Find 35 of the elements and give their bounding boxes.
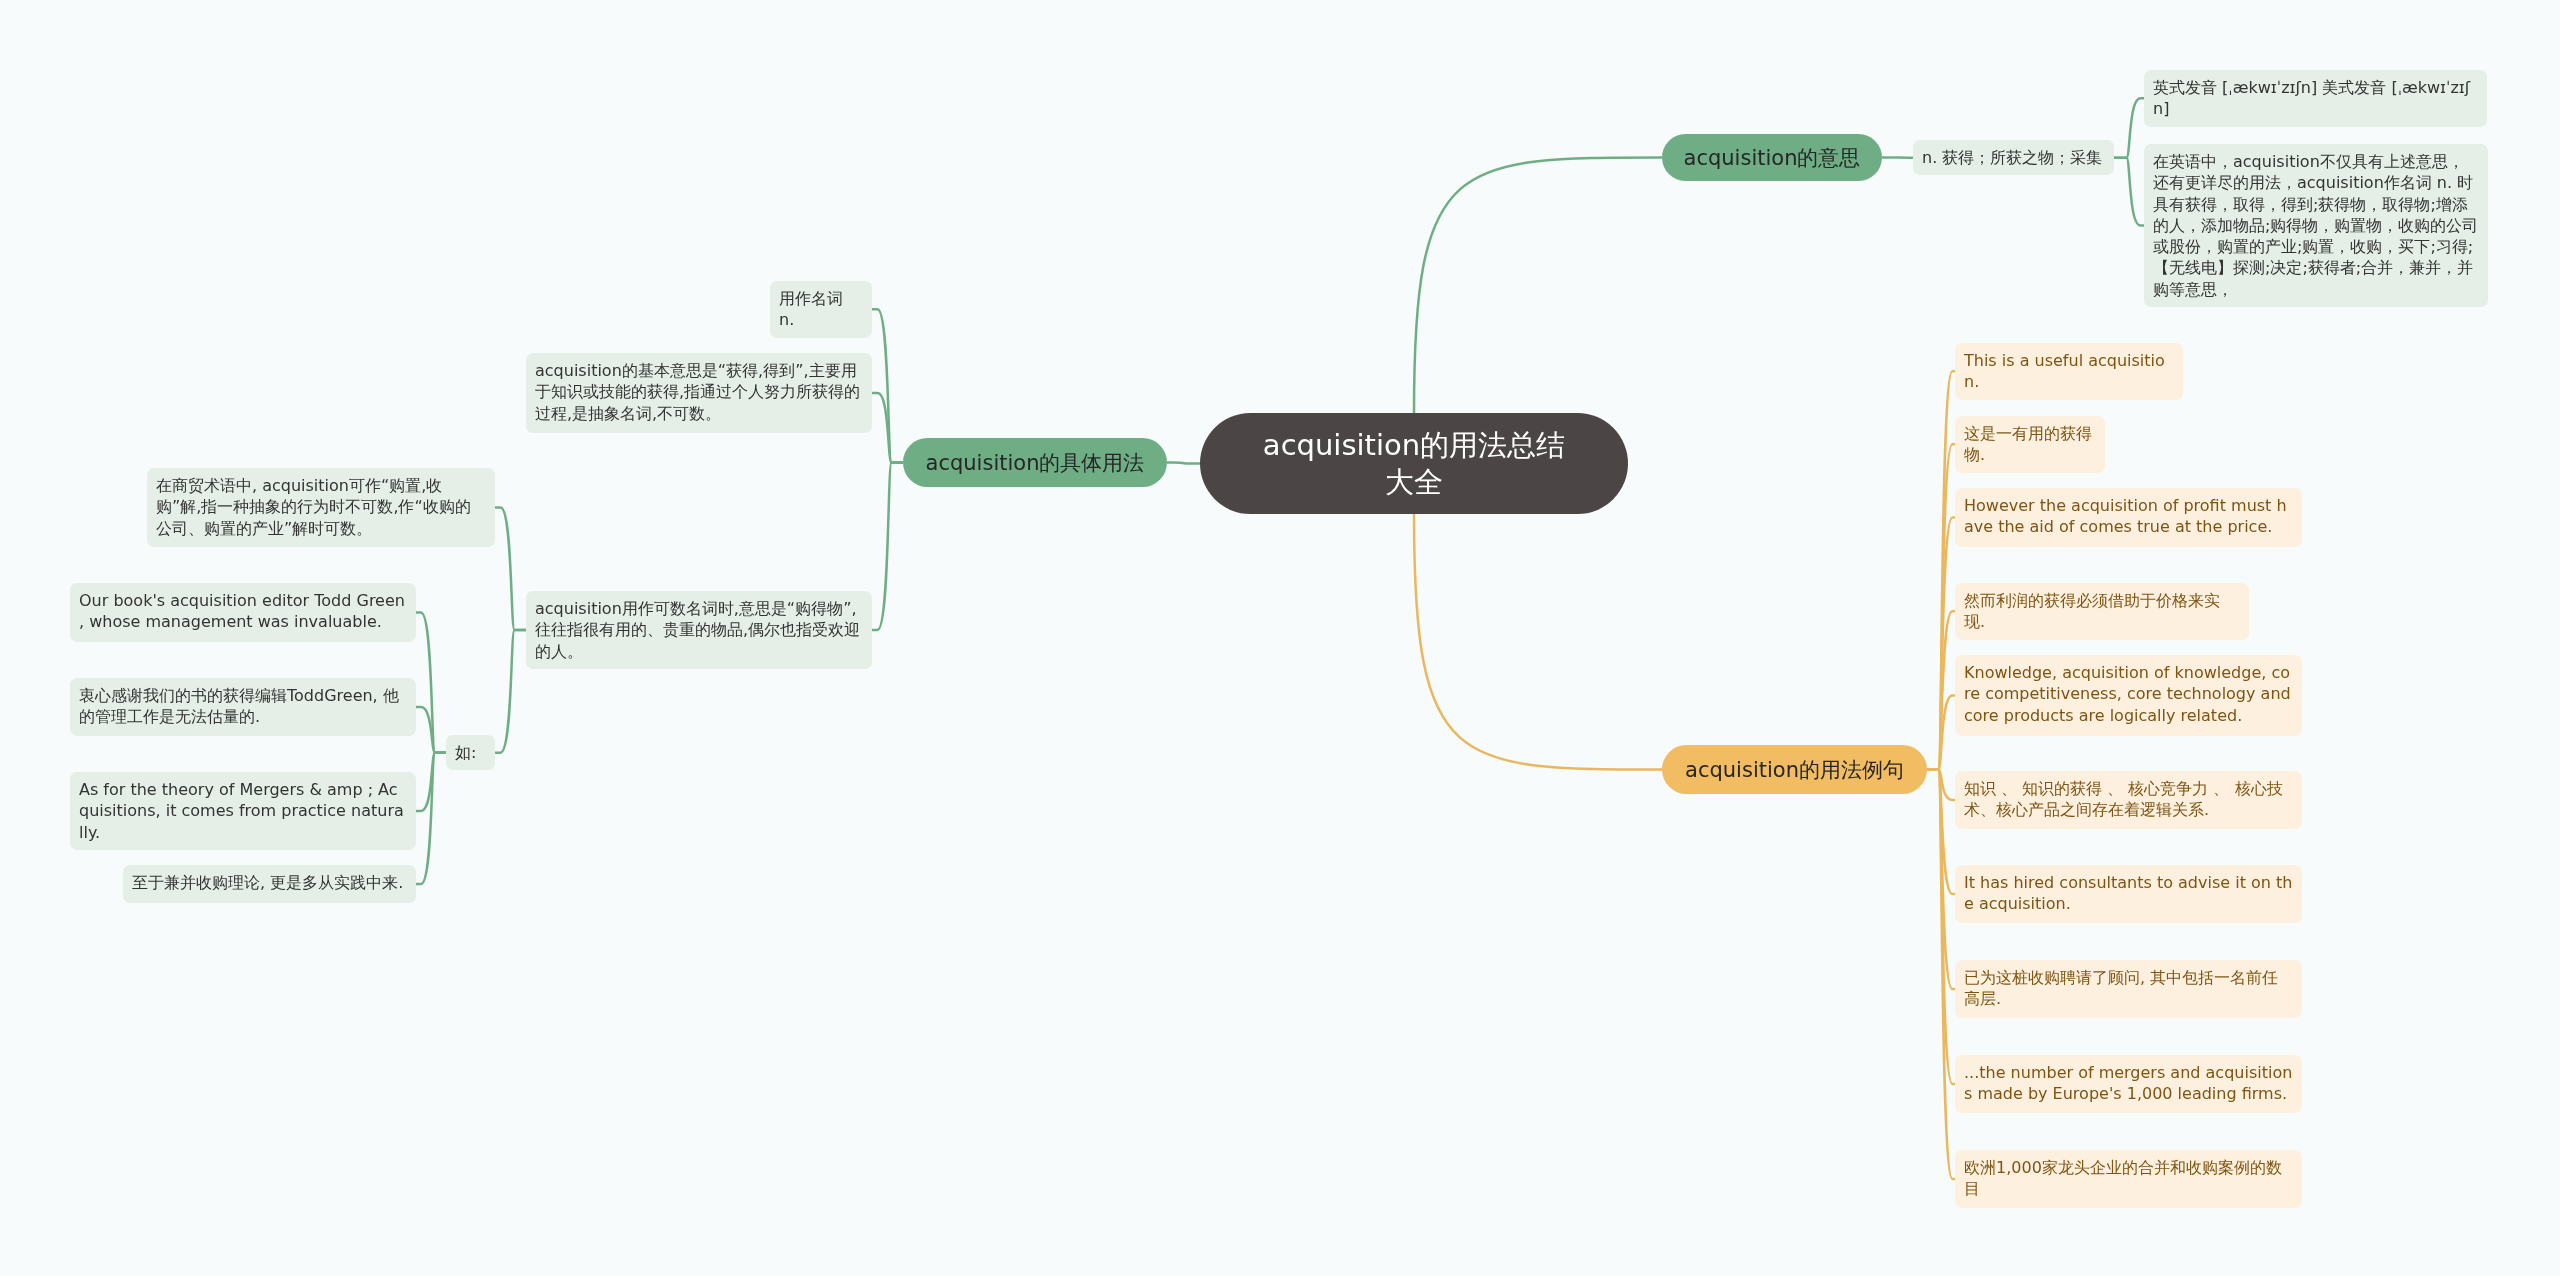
branch-topic: acquisition的具体用法 [903, 438, 1167, 487]
topic-box: Our book's acquisition editor Todd Green , whose management was invaluable. [70, 583, 416, 642]
topic-box: acquisition的基本意思是“获得,得到”,主要用于知识或技能的获得,指通过个人努力所获得的过程,是抽象名词,不可数。 [526, 353, 872, 433]
connector-line [1927, 768, 1956, 1181]
topic-box: 然而利润的获得必须借助于价格来实现. [1955, 583, 2249, 640]
connector-line [1412, 156, 1662, 413]
topic-box: 欧洲1,000家龙头企业的合并和收购案例的数目 [1955, 1150, 2302, 1208]
topic-box: It has hired consultants to advise it on the acquisition. [1955, 865, 2302, 923]
topic-box: 在商贸术语中, acquisition可作“购置,收购”解,指一种抽象的行为时不可数,作“收购的公司、购置的产业”解时可数。 [147, 468, 495, 547]
connector-line [1167, 461, 1200, 465]
topic-box: 在英语中，acquisition不仅具有上述意思，还有更详尽的用法，acquisition作名词 n. 时具有获得，取得，得到;获得物，取得物;增添的人，添加物品;购得物，购置物，收购的公司或股份，购置的产业;购置，收购，买下;习得;【无线电】探测;决定;获得者;合并，兼并，并购等意思， [2144, 144, 2488, 307]
topic-box: Knowledge, acquisition of knowledge, core competitiveness, core technology and core products are logically related. [1955, 655, 2302, 736]
topic-box: However the acquisition of profit must have the aid of comes true at the price. [1955, 488, 2302, 547]
topic-box: ...the number of mergers and acquisitions made by Europe's 1,000 leading firms. [1955, 1055, 2302, 1113]
connector-line [416, 751, 446, 886]
connector-line [495, 628, 526, 754]
topic-box: 已为这桩收购聘请了顾问, 其中包括一名前任高层. [1955, 960, 2302, 1018]
topic-box: 英式发音 [ˌækwɪˈzɪʃn] 美式发音 [ˌækwɪˈzɪʃn] [2144, 70, 2487, 127]
connector-line [1882, 156, 1913, 159]
branch-topic: acquisition的意思 [1662, 134, 1882, 181]
connector-line [2114, 156, 2144, 227]
topic-box: This is a useful acquisition. [1955, 343, 2183, 400]
topic-box: As for the theory of Mergers & amp ; Acquisitions, it comes from practice naturally. [70, 772, 416, 850]
topic-box: 至于兼并收购理论, 更是多从实践中来. [123, 865, 416, 903]
central-topic: acquisition的用法总结大全 [1200, 413, 1628, 514]
topic-box: 如: [446, 735, 495, 771]
branch-topic: acquisition的用法例句 [1662, 745, 1927, 794]
topic-box: 知识 、 知识的获得 、 核心竞争力 、 核心技术、核心产品之间存在着逻辑关系. [1955, 771, 2302, 829]
topic-box: acquisition用作可数名词时,意思是“购得物”,往往指很有用的、贵重的物品,偶尔也指受欢迎的人。 [526, 591, 872, 669]
connector-line [1412, 514, 1662, 771]
topic-box: n. 获得；所获之物；采集 [1913, 140, 2114, 176]
topic-box: 这是一有用的获得物. [1955, 416, 2105, 473]
topic-box: 衷心感谢我们的书的获得编辑ToddGreen, 他的管理工作是无法估量的. [70, 678, 416, 736]
topic-box: 用作名词 n. [770, 281, 872, 338]
connector-line [872, 461, 903, 632]
